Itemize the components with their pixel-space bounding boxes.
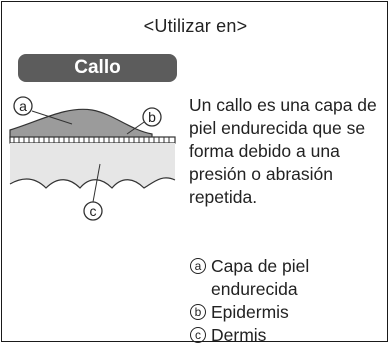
dermis-wavy-edge (9, 177, 176, 189)
legend-text-a: Capa de piel endurecida (211, 256, 310, 299)
epidermis-band (9, 136, 176, 144)
section-label-callo: Callo (18, 54, 177, 82)
diagram-marker-c: c (90, 203, 97, 219)
callus-layer (9, 108, 153, 139)
leader-line-b (126, 119, 148, 135)
callus-description: Un callo es una capa de piel endurecida … (189, 95, 377, 207)
legend-text-b: Epidermis (211, 302, 289, 322)
leader-line-c (92, 163, 101, 203)
legend-item-c: c Dermis (189, 324, 387, 347)
legend-marker-a: a (190, 258, 206, 274)
dermis-region (10, 143, 175, 188)
legend-marker-c: c (190, 327, 206, 343)
legend-item-b: b Epidermis (189, 301, 387, 324)
legend-marker-b: b (190, 304, 206, 320)
usage-header: <Utilizar en> (143, 16, 248, 36)
leader-line-a (31, 110, 73, 125)
legend: a Capa de piel endurecida b Epidermis c … (189, 255, 387, 347)
epidermis-hatch (13, 137, 170, 143)
diagram-marker-b: b (148, 109, 156, 125)
legend-item-a: a Capa de piel endurecida (189, 255, 387, 301)
legend-text-c: Dermis (211, 325, 267, 345)
diagram-marker-a: a (19, 98, 27, 114)
callus-diagram: a b c (9, 96, 176, 221)
